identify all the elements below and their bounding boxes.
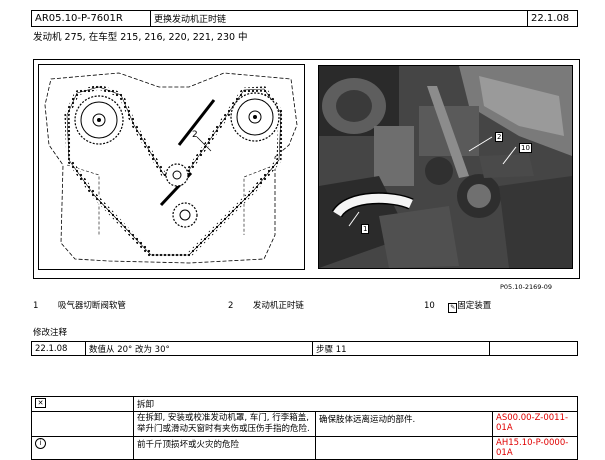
warning-text: 前千斤顶损坏或火灾的危险 <box>133 436 316 460</box>
table-row: 22.1.08 数值从 20° 改为 30° 步骤 11 <box>31 341 578 356</box>
warning-text: 在拆卸, 安装或校准发动机罩, 车门, 行李箱盖, 举升门或滑动天窗时有夹伤或压… <box>133 411 316 437</box>
removal-icon: ✕ <box>35 398 46 408</box>
legend-num: 2 <box>228 301 234 311</box>
warning-ref-link[interactable]: AS00.00-Z-0011-01A <box>492 411 578 437</box>
doc-title: 更换发动机正时链 <box>150 10 528 27</box>
legend-num: 10 <box>424 301 435 311</box>
table-row: 在拆卸, 安装或校准发动机罩, 车门, 行李箱盖, 举升门或滑动天窗时有夹伤或压… <box>31 411 578 437</box>
section-icon-cell: ✕ <box>31 396 134 412</box>
doc-date: 22.1.08 <box>527 10 578 27</box>
section-label: 拆卸 <box>133 396 578 412</box>
revision-table: 22.1.08 数值从 20° 改为 30° 步骤 11 <box>31 341 578 356</box>
engine-photo-drawing <box>319 66 572 268</box>
doc-id: AR05.10-P-7601R <box>31 10 151 27</box>
warnings-table: ✕ 拆卸 在拆卸, 安装或校准发动机罩, 车门, 行李箱盖, 举升门或滑动天窗时… <box>31 396 578 460</box>
table-row: ✕ 拆卸 <box>31 396 578 412</box>
warning-icon-cell <box>31 411 134 437</box>
revision-heading: 修改注释 <box>33 328 68 338</box>
legend-item-1: 1 吸气器切断阀软管 <box>33 299 126 311</box>
warning-measure <box>315 436 493 460</box>
photo-callout-2: 2 <box>495 132 504 142</box>
timing-chain-diagram: 2 <box>38 64 305 270</box>
warning-measure: 确保肢体远离运动的部件. <box>315 411 493 437</box>
revision-step: 步骤 11 <box>312 341 490 356</box>
figure-frame: 2 1 2 <box>33 59 580 279</box>
timing-chain-drawing: 2 <box>44 72 298 264</box>
engine-subtitle: 发动机 275, 在车型 215, 216, 220, 221, 230 中 <box>33 32 248 43</box>
legend-item-10: 10 ✎固定装置 <box>424 299 491 313</box>
legend-text: 固定装置 <box>457 301 492 311</box>
warning-ref-link[interactable]: AH15.10-P-0000-01A <box>492 436 578 460</box>
engine-photo: 1 2 10 <box>318 65 573 269</box>
legend-item-2: 2 发动机正时链 <box>228 299 304 311</box>
photo-callout-10: 10 <box>519 143 532 153</box>
revision-empty <box>489 341 578 356</box>
figure-id: P05.10-2169-09 <box>500 283 553 291</box>
table-row: i 前千斤顶损坏或火灾的危险 AH15.10-P-0000-01A <box>31 436 578 460</box>
revision-change: 数值从 20° 改为 30° <box>85 341 313 356</box>
revision-date: 22.1.08 <box>31 341 86 356</box>
header-table: AR05.10-P-7601R 更换发动机正时链 22.1.08 <box>31 10 578 27</box>
legend-text: 吸气器切断阀软管 <box>57 301 126 311</box>
note-icon: ✎ <box>448 303 458 313</box>
diagram-callout-2: 2 <box>192 130 198 140</box>
photo-callout-1: 1 <box>361 224 370 234</box>
legend-text: 发动机正时链 <box>252 301 304 311</box>
legend-num: 1 <box>33 301 39 311</box>
warning-icon-cell: i <box>31 436 134 460</box>
